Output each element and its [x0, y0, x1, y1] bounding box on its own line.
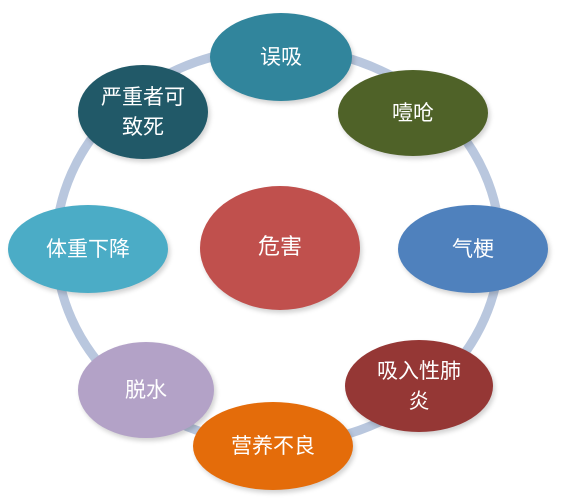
node-label: 噎呛 — [392, 101, 434, 125]
node-choking: 噎呛 — [338, 70, 488, 156]
node-label: 吸入性肺炎 — [377, 359, 461, 413]
node-label: 营养不良 — [231, 434, 315, 458]
node-label: 体重下降 — [46, 237, 130, 261]
center-label: 危害 — [257, 235, 302, 260]
node-dehydration: 脱水 — [78, 342, 214, 438]
node-label: 误吸 — [260, 45, 302, 69]
node-weight-loss: 体重下降 — [8, 205, 168, 293]
node-label: 脱水 — [125, 378, 167, 402]
node-aspiration-pneumonia: 吸入性肺炎 — [345, 340, 493, 432]
node-severe-fatal: 严重者可致死 — [78, 65, 208, 159]
node-aspiration: 误吸 — [210, 13, 352, 101]
node-label: 严重者可致死 — [101, 85, 185, 139]
node-malnutrition: 营养不良 — [193, 402, 353, 490]
center-node-harm: 危害 — [200, 186, 360, 310]
node-airway-obstruction: 气梗 — [398, 205, 548, 293]
node-label: 气梗 — [452, 237, 494, 261]
